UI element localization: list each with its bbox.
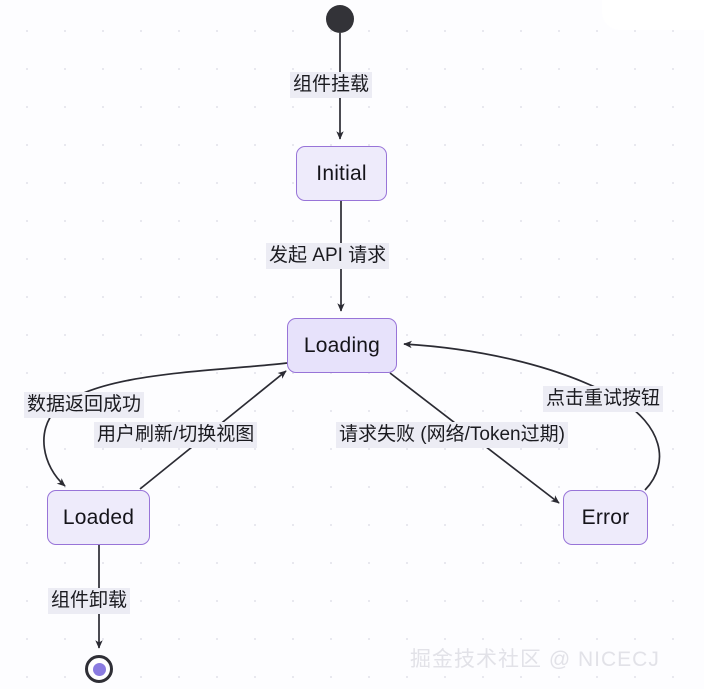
edge-label-retry-click: 点击重试按钮: [543, 386, 664, 412]
node-loading-label: Loading: [303, 333, 381, 357]
node-error-label: Error: [581, 505, 630, 529]
edge-label-user-refresh: 用户刷新/切换视图: [94, 422, 258, 448]
node-end[interactable]: [85, 655, 113, 683]
node-loading[interactable]: Loading: [287, 318, 397, 373]
node-initial[interactable]: Initial: [296, 146, 387, 201]
edge-label-data-success: 数据返回成功: [24, 392, 145, 418]
edge-label-request-failed: 请求失败 (网络/Token过期): [336, 422, 568, 448]
node-loaded-label: Loaded: [62, 505, 135, 529]
edge-label-mount: 组件挂载: [290, 72, 373, 98]
node-initial-label: Initial: [316, 161, 367, 185]
edge-label-unmount: 组件卸载: [48, 588, 131, 614]
edge-error-to-loading: [403, 340, 661, 491]
node-start[interactable]: [326, 5, 354, 33]
end-state-inner-dot: [92, 662, 106, 676]
node-error[interactable]: Error: [563, 490, 648, 545]
edge-label-api-request: 发起 API 请求: [266, 243, 390, 269]
watermark-text: 掘金技术社区 @ NICECJ: [410, 648, 660, 671]
node-loaded[interactable]: Loaded: [47, 490, 150, 545]
